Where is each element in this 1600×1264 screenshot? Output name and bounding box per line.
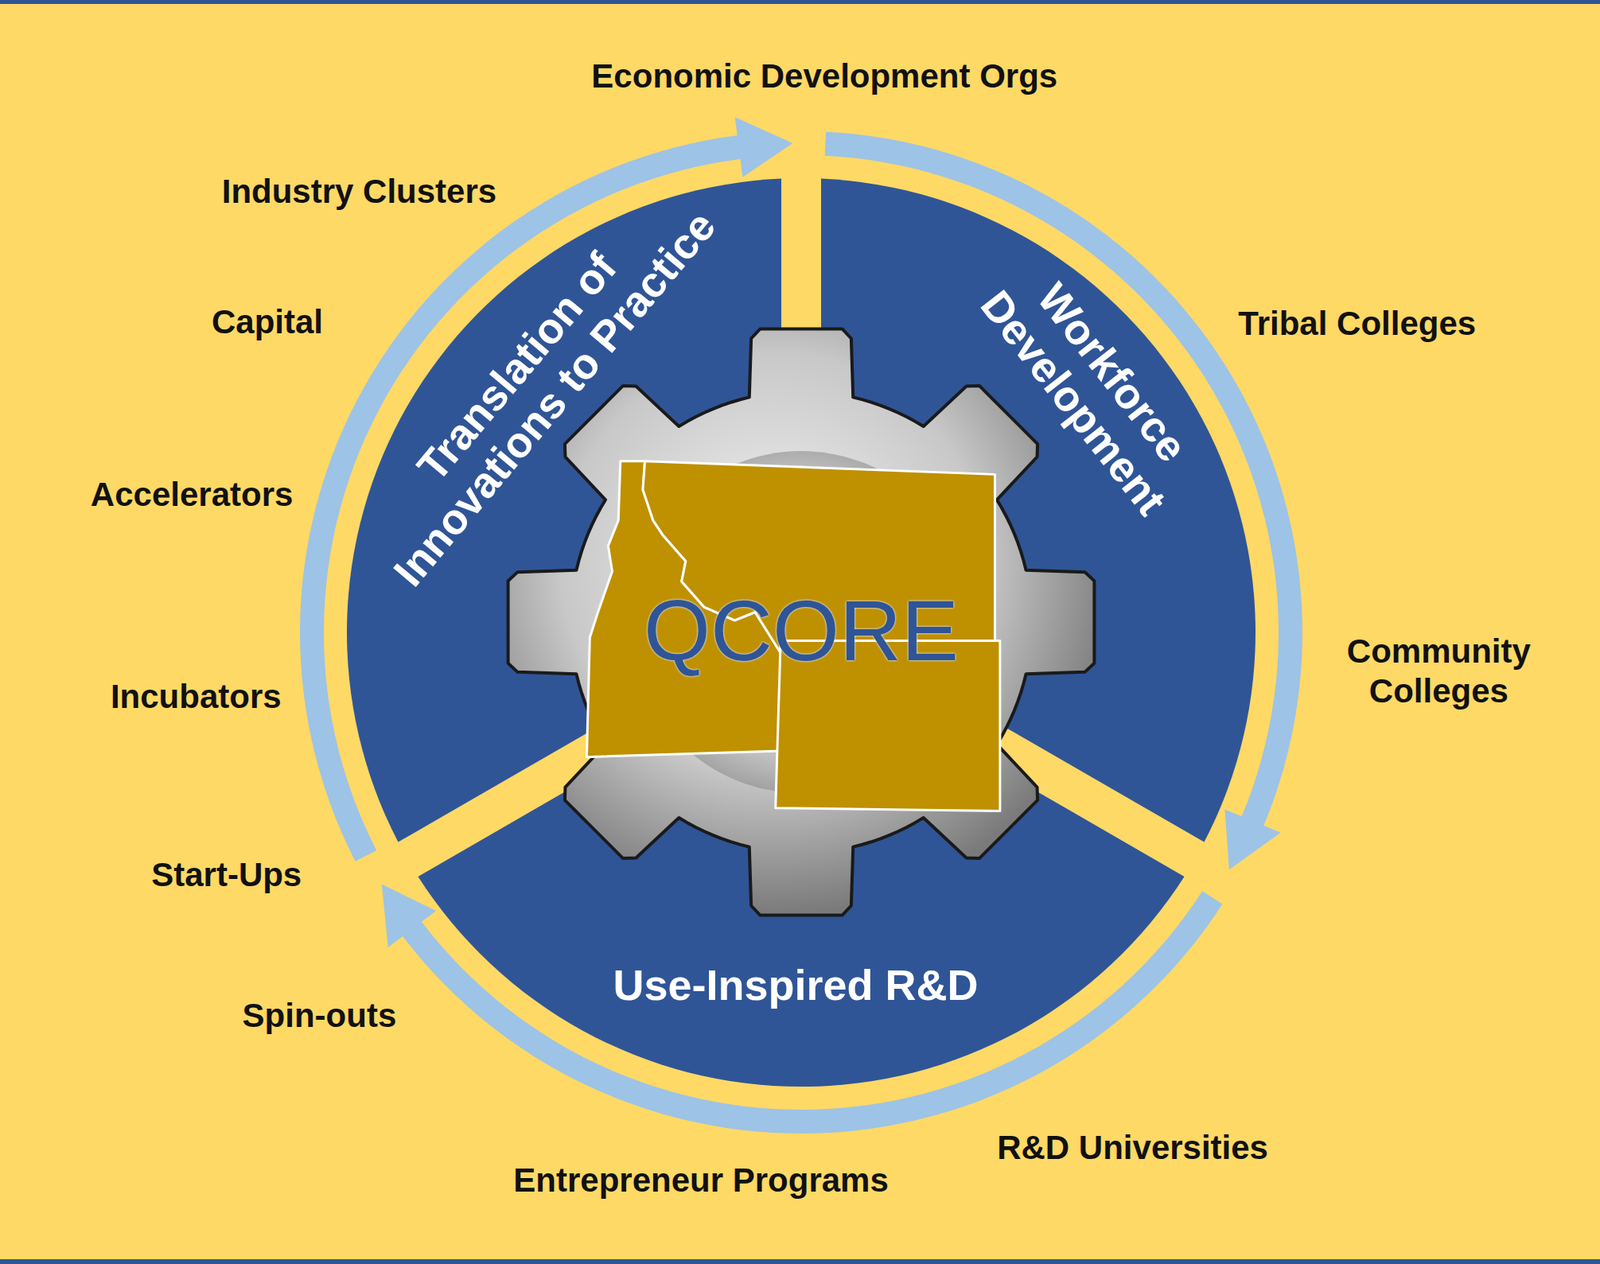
ring-segment-fill — [417, 655, 1184, 1087]
segment-title: Use-Inspired R&D — [612, 960, 978, 1010]
ecosystem-label: Industry Clusters — [221, 171, 497, 212]
hub-title: QCORE — [643, 587, 959, 674]
ecosystem-label: Economic Development Orgs — [591, 56, 1058, 97]
ecosystem-label: Capital — [211, 302, 324, 343]
ecosystem-label: Incubators — [110, 677, 282, 717]
ecosystem-label: Tribal Colleges — [1237, 303, 1476, 343]
gear-hub: QCORE — [482, 303, 1120, 941]
ecosystem-label: Spin-outs — [242, 996, 398, 1036]
cycle-arrows — [299, 116, 1303, 1134]
gear-shape — [508, 329, 1095, 916]
ecosystem-label: Start-Ups — [151, 855, 302, 896]
top-bar — [0, 0, 1600, 4]
bottom-bar — [0, 1259, 1600, 1264]
ecosystem-label: Entrepreneur Programs — [513, 1160, 888, 1201]
ecosystem-label: Accelerators — [90, 474, 293, 515]
ecosystem-label: Community Colleges — [1335, 631, 1542, 713]
ecosystem-label: R&D Universities — [996, 1128, 1269, 1168]
